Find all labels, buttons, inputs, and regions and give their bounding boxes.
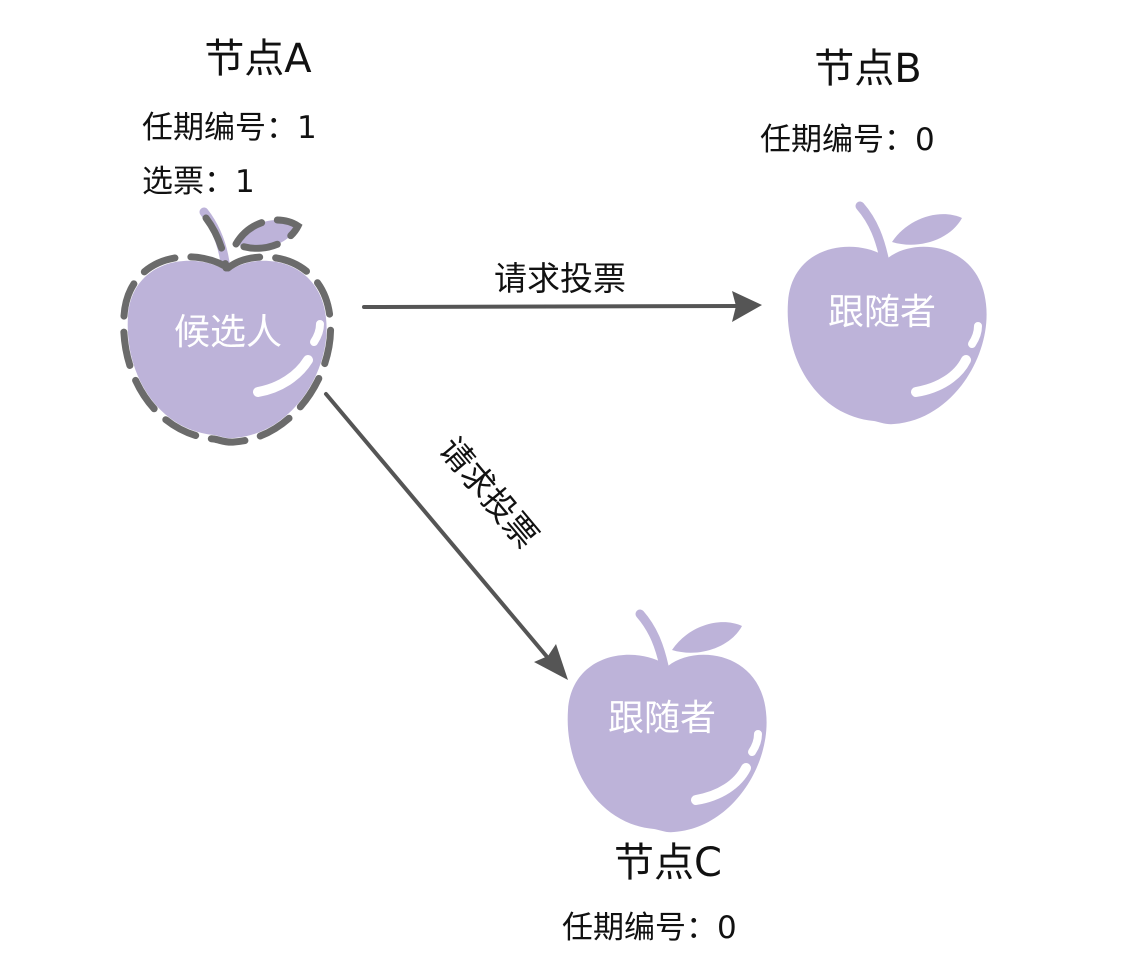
edge-a-to-c: 请求投票 xyxy=(324,392,568,680)
edge-a-to-b-line xyxy=(362,304,740,309)
edge-a-to-b-label: 请求投票 xyxy=(494,259,626,298)
edge-a-to-b-arrowhead xyxy=(732,291,762,322)
edge-a-to-c-line xyxy=(324,392,550,660)
node-a: 节点A 任期编号：1 选票：1 候选人 xyxy=(120,36,335,446)
apple-b-highlight xyxy=(911,355,971,397)
node-b-title: 节点B xyxy=(814,46,921,92)
apple-a-leaf xyxy=(236,220,298,249)
apple-b-highlight-small xyxy=(968,322,982,348)
apple-c-body xyxy=(567,654,767,833)
edge-a-to-b: 请求投票 xyxy=(362,259,762,322)
node-a-term: 任期编号：1 xyxy=(142,110,317,146)
node-c: 跟随者 节点C 任期编号：0 xyxy=(562,609,767,946)
node-a-title: 节点A xyxy=(204,36,312,82)
apple-b-leaf xyxy=(892,214,962,245)
node-b: 节点B 任期编号：0 跟随者 xyxy=(760,46,987,425)
apple-a-highlight xyxy=(253,355,313,397)
edge-a-to-c-arrowhead xyxy=(534,644,568,680)
apple-c-leaf xyxy=(672,622,742,653)
apple-a-dashed-outline xyxy=(120,214,335,446)
apple-icon-c: 跟随者 xyxy=(567,609,767,833)
node-a-votes: 选票：1 xyxy=(142,164,255,200)
node-c-title: 节点C xyxy=(614,840,722,886)
node-a-role: 候选人 xyxy=(174,312,282,353)
apple-b-stem xyxy=(855,201,889,263)
apple-icon-a: 候选人 xyxy=(120,207,335,446)
apple-a-highlight-small xyxy=(310,320,324,346)
apple-icon-b: 跟随者 xyxy=(787,201,987,425)
node-c-term: 任期编号：0 xyxy=(562,910,737,946)
node-b-term: 任期编号：0 xyxy=(760,122,935,158)
node-c-role: 跟随者 xyxy=(608,698,716,739)
node-b-role: 跟随者 xyxy=(828,292,936,333)
apple-c-highlight-small xyxy=(748,730,762,756)
apple-b-body xyxy=(787,246,987,425)
apple-c-stem xyxy=(635,609,669,671)
apple-c-highlight xyxy=(691,763,751,805)
